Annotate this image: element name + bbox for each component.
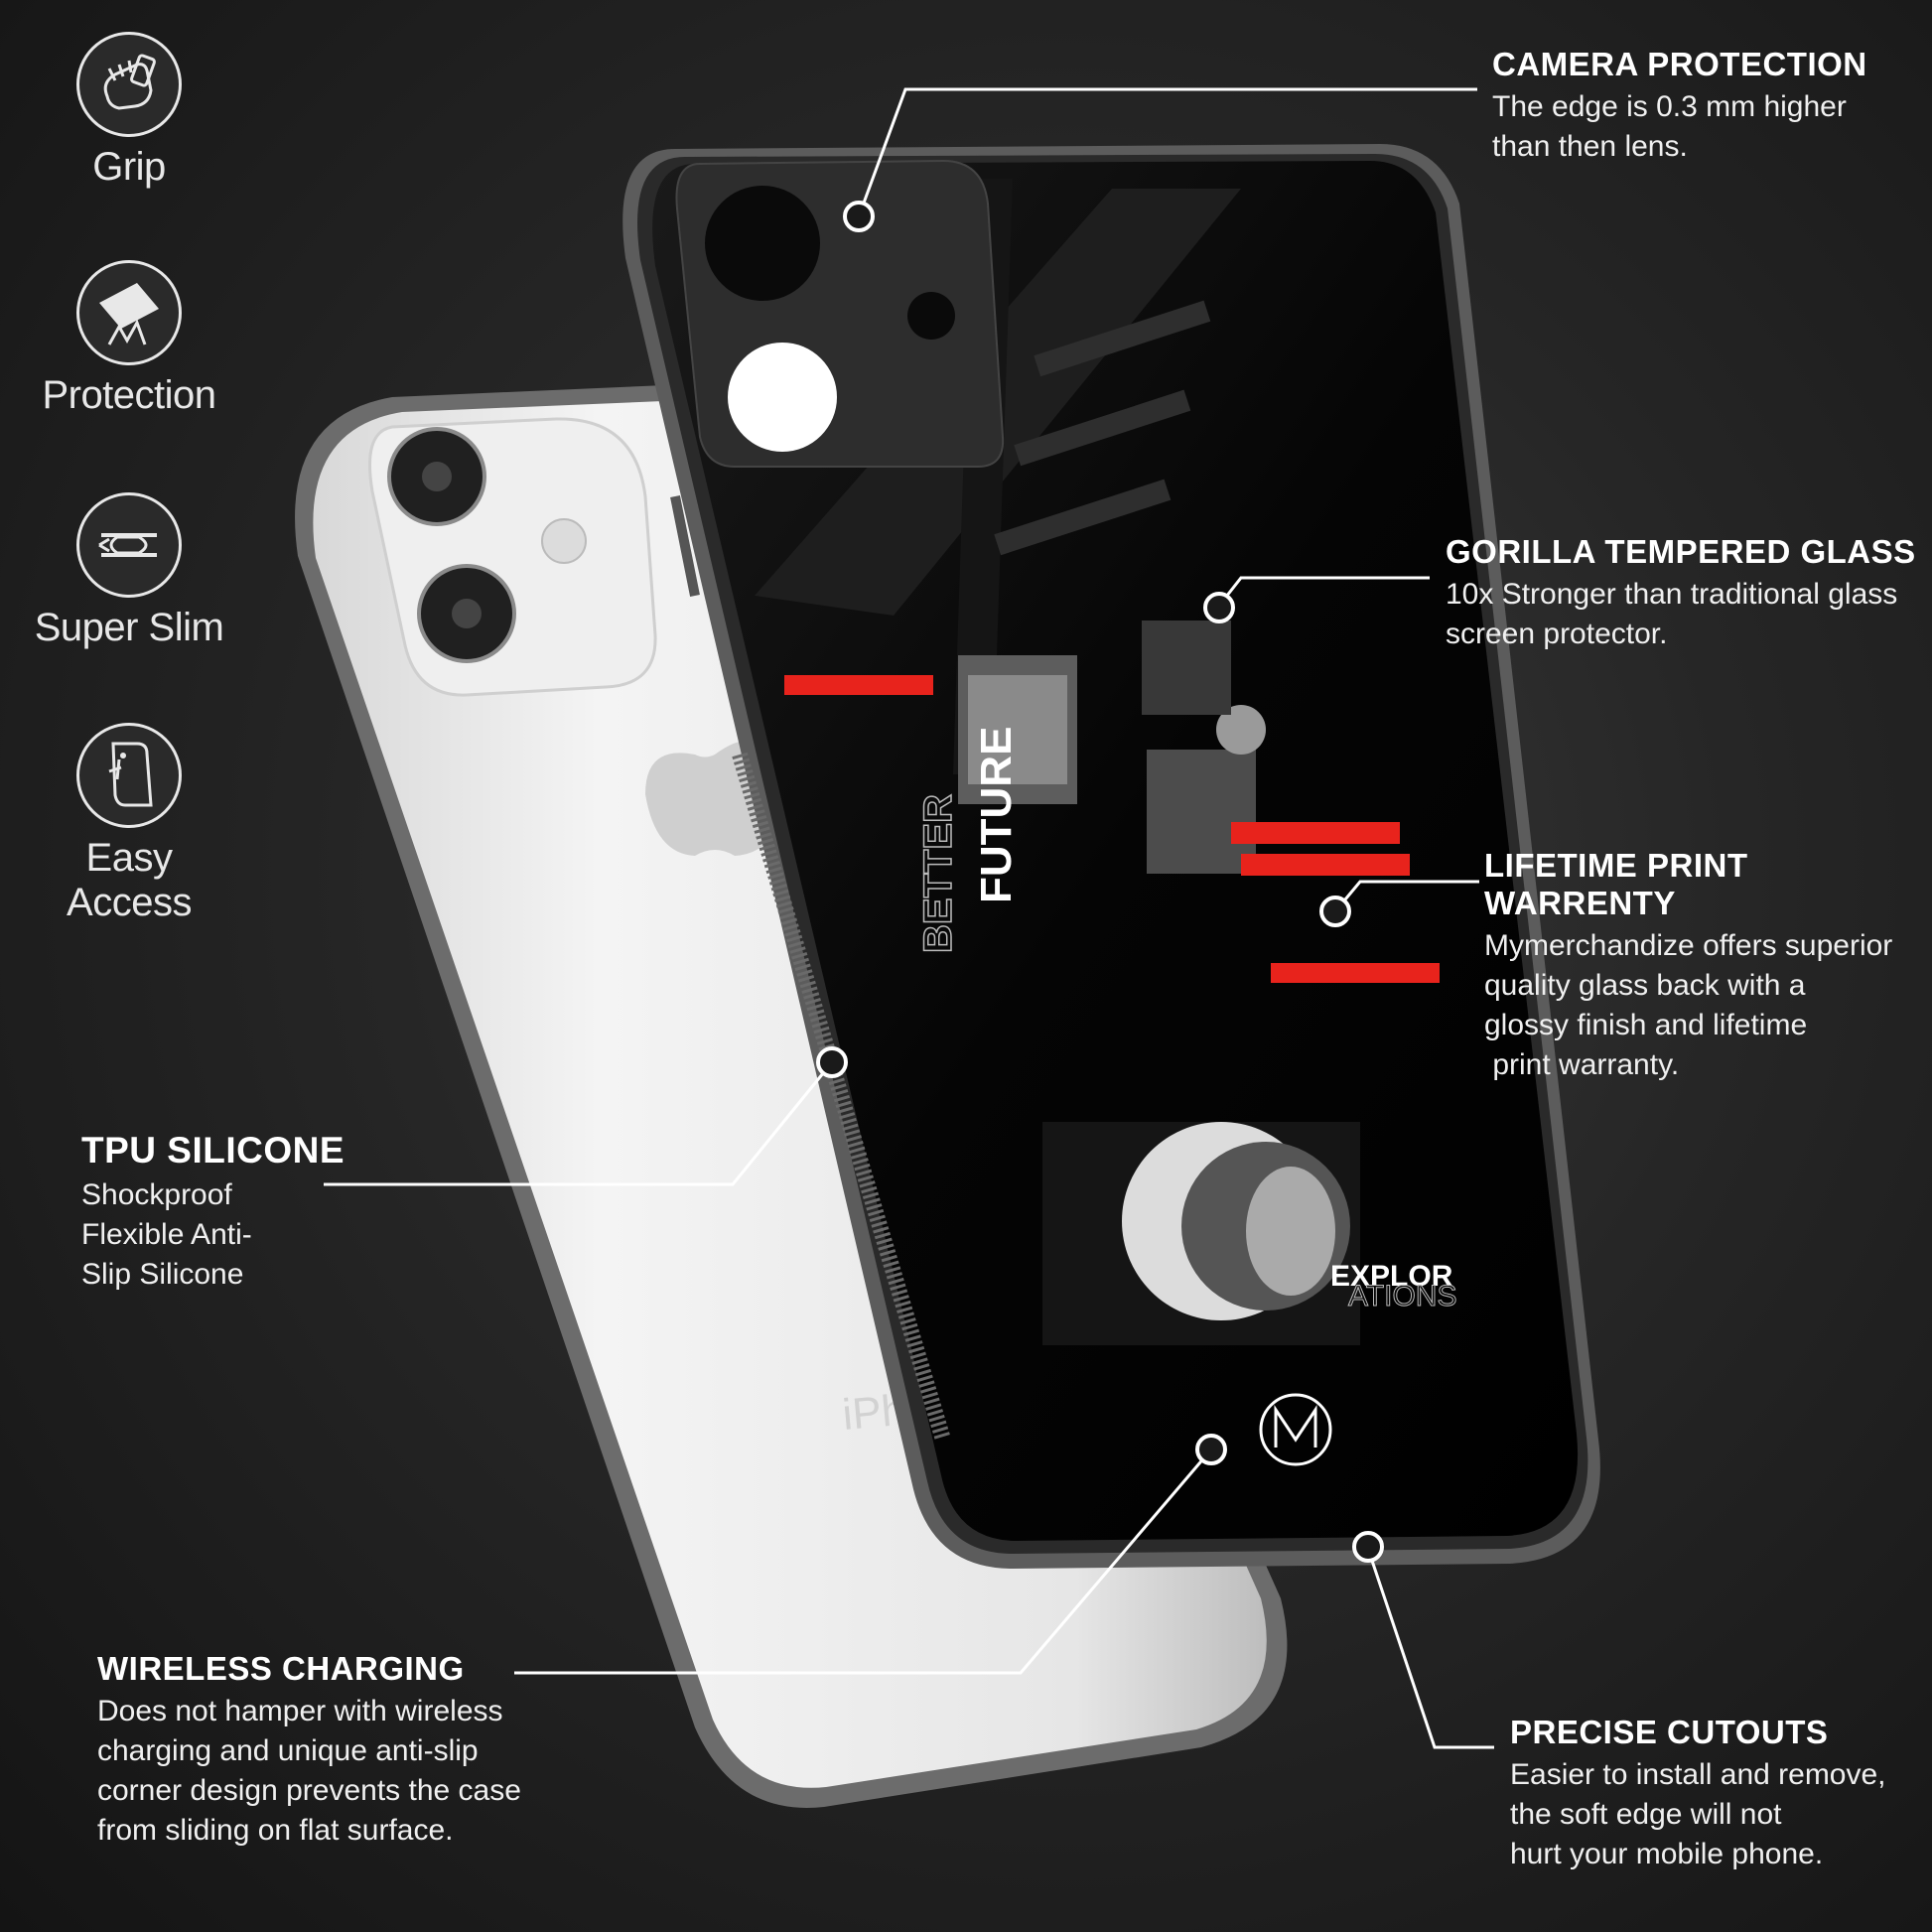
lifetime-callout-dot [1319,896,1351,927]
callout-text: print warranty. [1484,1048,1680,1081]
callout-precise-cutouts: PRECISE CUTOUTS Easier to install and re… [1510,1714,1886,1874]
feature-easy-access: Easy Access [20,723,238,925]
callout-text: screen protector. [1446,618,1668,650]
callout-text: glossy finish and lifetime [1484,1009,1808,1041]
callout-title: TPU SILICONE [81,1130,345,1171]
callout-title: WIRELESS CHARGING [97,1650,465,1687]
feature-grip: Grip [20,32,238,190]
feature-super-slim: Super Slim [20,492,238,650]
callout-text: Mymerchandize offers superior [1484,929,1893,962]
accent-bar [1231,822,1400,844]
feature-label: Easy Access [67,836,192,924]
callout-text: 10x Stronger than traditional glass [1446,578,1898,611]
callout-text: Easier to install and remove, [1510,1758,1886,1791]
accent-bar [784,675,933,695]
callout-text: The edge is 0.3 mm higher [1492,90,1847,123]
protection-icon [76,260,182,365]
tpu-callout-dot [816,1046,848,1078]
accent-bar [1271,963,1440,983]
camera-callout-dot [843,201,875,232]
callout-camera-protection: CAMERA PROTECTION The edge is 0.3 mm hig… [1492,46,1867,167]
callout-text: quality glass back with a [1484,969,1806,1002]
cutouts-callout-line [1366,1548,1494,1749]
glass-case-phone: BETTER FUTURE EXPLOR ATIONS [622,144,1600,1569]
wireless-callout-line [514,1449,1213,1675]
callout-text: Shockproof [81,1178,232,1211]
brand-logo [1259,1393,1332,1466]
print-word-better: BETTER [916,794,960,953]
callout-gorilla-glass: GORILLA TEMPERED GLASS 10x Stronger than… [1446,533,1916,654]
callout-title: GORILLA TEMPERED GLASS [1446,533,1916,570]
callout-text: charging and unique anti-slip [97,1734,479,1767]
callout-tpu-silicone: TPU SILICONE Shockproof Flexible Anti- S… [81,1130,345,1295]
callout-text: hurt your mobile phone. [1510,1838,1824,1870]
tpu-callout-line [324,1061,834,1186]
callout-text: Does not hamper with wireless [97,1695,503,1727]
callout-text: than then lens. [1492,130,1688,163]
print-word-explor: EXPLOR [1330,1260,1453,1293]
super-slim-icon [76,492,182,598]
callout-lifetime-warranty: LIFETIME PRINT WARRENTY Mymerchandize of… [1484,847,1932,1085]
callout-title: LIFETIME PRINT WARRENTY [1484,847,1748,921]
callout-title: CAMERA PROTECTION [1492,46,1867,82]
accent-bar [1241,854,1410,876]
lifetime-callout-line [1333,880,1479,912]
feature-protection: Protection [20,260,238,418]
feature-label: Grip [92,145,166,189]
camera-callout-line [857,87,1477,217]
print-word-future: FUTURE [972,727,1021,903]
wireless-callout-dot [1195,1434,1227,1465]
gorilla-callout-line [1217,576,1430,607]
feature-label: Protection [42,373,216,417]
print-word-ations: ATIONS [1348,1280,1456,1312]
callout-text: corner design prevents the case [97,1774,521,1807]
callout-text: Flexible Anti- [81,1218,252,1251]
callout-title: PRECISE CUTOUTS [1510,1714,1829,1750]
feature-label: Super Slim [34,606,224,649]
callout-wireless-charging: WIRELESS CHARGING Does not hamper with w… [97,1650,521,1851]
grip-icon [76,32,182,137]
gorilla-callout-dot [1203,592,1235,623]
callout-text: Slip Silicone [81,1258,244,1291]
cutouts-callout-dot [1352,1531,1384,1563]
easy-access-icon [76,723,182,828]
callout-text: from sliding on flat surface. [97,1814,454,1847]
callout-text: the soft edge will not [1510,1798,1782,1831]
